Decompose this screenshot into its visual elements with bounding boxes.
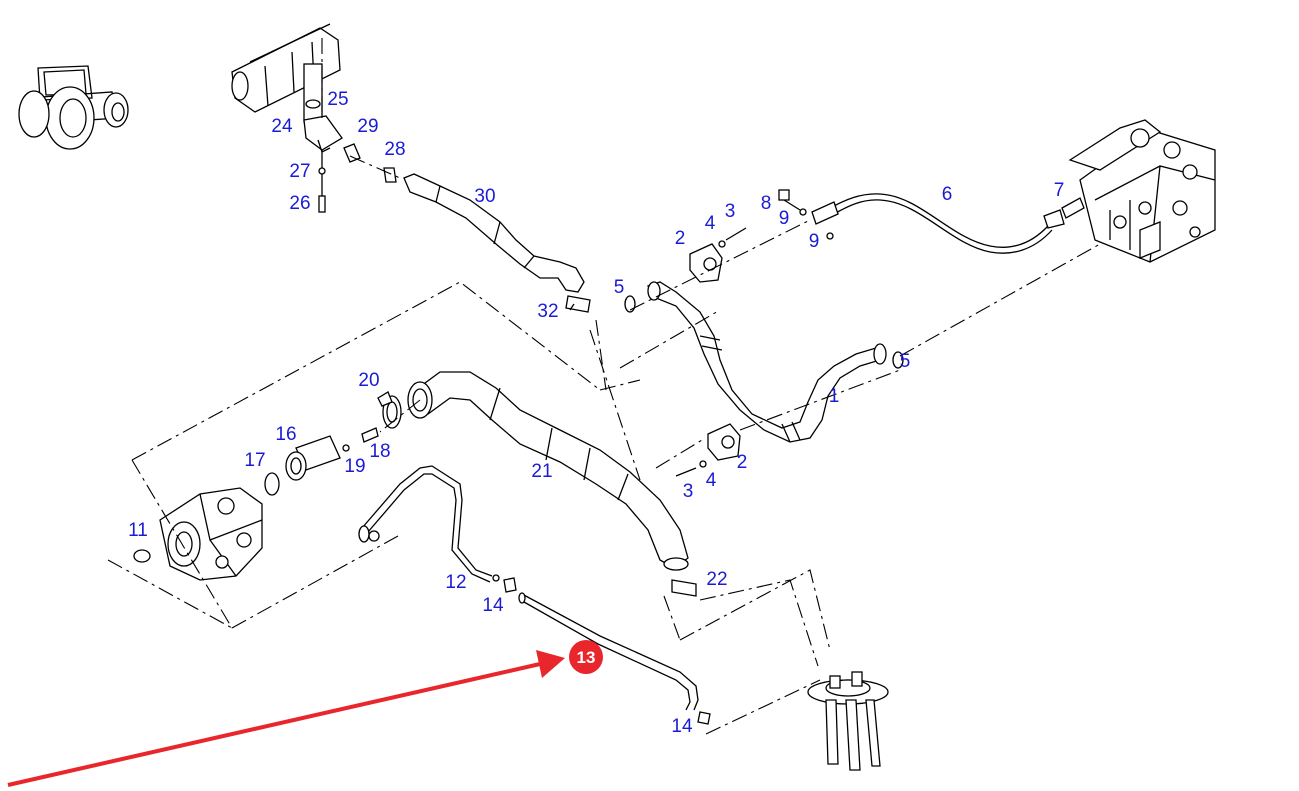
callout-14-top[interactable]: 14 [482,595,504,616]
highlight-label: 13 [577,648,596,667]
callout-6[interactable]: 6 [942,184,953,205]
tank-part [807,671,889,771]
highlight-arrow [7,650,565,787]
hose-30-part [403,173,591,313]
callout-19[interactable]: 19 [344,456,365,477]
hose-21-part [407,371,697,597]
callout-2-top[interactable]: 2 [675,228,686,249]
callout-2-bottom[interactable]: 2 [737,452,748,473]
callout-22[interactable]: 22 [706,569,727,590]
callout-9-bottom[interactable]: 9 [809,231,820,252]
callout-3-top[interactable]: 3 [725,201,736,222]
pipe-12-part [358,465,517,593]
callout-5-left[interactable]: 5 [614,277,625,298]
callout-28[interactable]: 28 [384,139,405,160]
callout-21[interactable]: 21 [531,461,552,482]
callout-25[interactable]: 25 [327,89,348,110]
callout-12[interactable]: 12 [445,572,466,593]
highlight-badge[interactable]: 13 [569,640,603,674]
hose-1-part [624,281,904,443]
flange-parts-16-20 [264,391,402,496]
callout-labels: 1 2 2 3 3 4 4 5 5 6 7 8 9 9 11 12 14 14 … [128,89,1064,737]
tractor-icon [18,65,129,150]
callout-27[interactable]: 27 [289,161,310,182]
callout-9-top[interactable]: 9 [779,208,790,229]
callout-30[interactable]: 30 [474,186,495,207]
control-valve-part [1068,119,1216,263]
hydraulic-pump-part [133,487,263,581]
callout-3-bottom[interactable]: 3 [683,481,694,502]
callout-20[interactable]: 20 [358,370,379,391]
callout-32[interactable]: 32 [537,301,558,322]
callout-8[interactable]: 8 [761,193,772,214]
callout-7[interactable]: 7 [1054,180,1065,201]
gear-pump-part [231,23,397,213]
callout-5-right[interactable]: 5 [900,351,911,372]
callout-29[interactable]: 29 [357,116,378,137]
callout-24[interactable]: 24 [271,116,293,137]
leader-lines [107,38,1101,735]
highlight-circle [569,640,603,674]
callout-18[interactable]: 18 [369,441,390,462]
bracket-2-part [675,227,747,477]
callout-11[interactable]: 11 [128,520,148,541]
callout-1[interactable]: 1 [829,386,840,407]
callout-26[interactable]: 26 [289,193,310,214]
hose-6-part [778,189,1085,254]
callout-14-bottom[interactable]: 14 [671,716,693,737]
callout-4-top[interactable]: 4 [705,213,716,234]
callout-4-bottom[interactable]: 4 [706,470,717,491]
callout-16[interactable]: 16 [275,424,296,445]
pipe-13-part [518,592,711,725]
callout-17[interactable]: 17 [244,450,265,471]
